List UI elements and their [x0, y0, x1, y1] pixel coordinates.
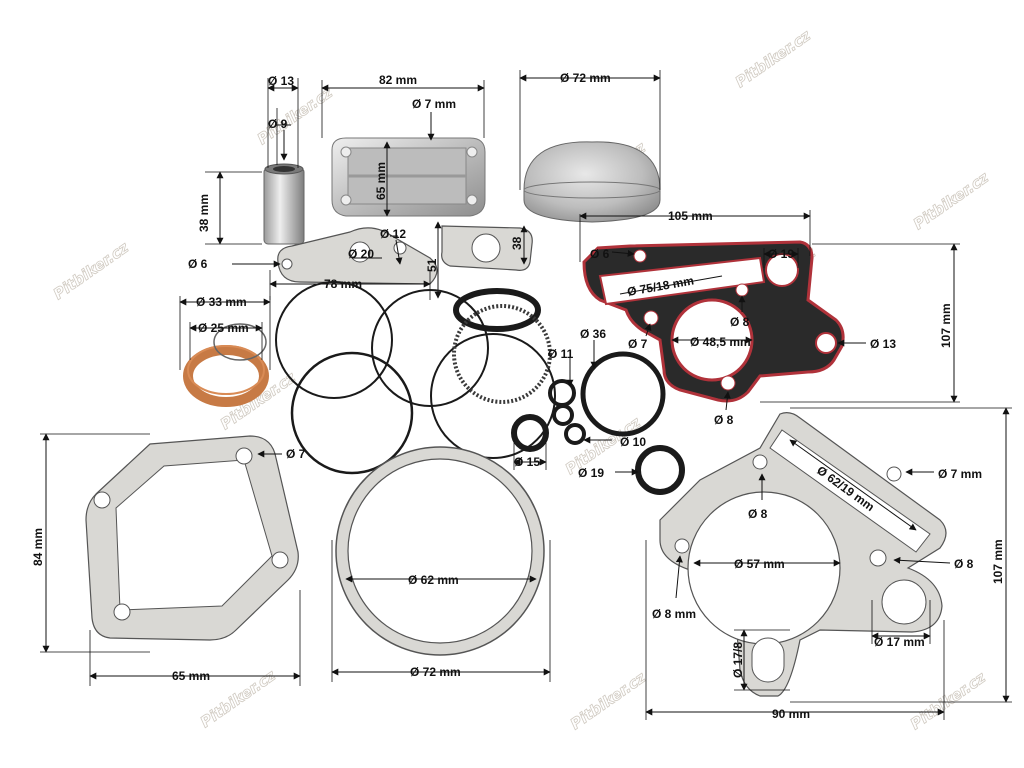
watermark: Pitbiker.cz [254, 83, 336, 148]
oring-10-label: Ø 10 [620, 435, 646, 449]
seal-outer-label: Ø 33 mm [196, 295, 247, 309]
base-8c-label: Ø 8 mm [652, 607, 696, 621]
side-gasket: Ø 7 84 mm 65 mm [31, 433, 306, 686]
piston-pin: Ø 13 Ø 9 38 mm [197, 74, 305, 245]
cover-height-label: 65 mm [374, 162, 388, 200]
intake-bore-label: Ø 20 [348, 247, 374, 261]
oring-15-label: Ø 15 [514, 455, 540, 469]
intake-height-label: 51 [425, 258, 439, 272]
oring-11-label: Ø 11 [548, 347, 574, 361]
head-height-label: 107 mm [939, 303, 953, 348]
head-8b-label: Ø 8 [714, 413, 734, 427]
oring-36-label: Ø 36 [580, 327, 606, 341]
pin-inner-label: Ø 9 [268, 117, 288, 131]
pin-outer-label: Ø 13 [268, 74, 294, 88]
side-height-label: 84 mm [31, 528, 45, 566]
head-13-label: Ø 13 [870, 337, 896, 351]
round-inner-label: Ø 62 mm [408, 573, 459, 587]
piston-diameter-label: Ø 72 mm [560, 71, 611, 85]
side-width-label: 65 mm [172, 669, 210, 683]
head-width-label: 105 mm [668, 209, 713, 223]
base-8a-label: Ø 8 [748, 507, 768, 521]
round-gasket: Ø 62 mm Ø 72 mm [331, 446, 551, 682]
watermark: Pitbiker.cz [567, 668, 649, 733]
watermark: Pitbiker.cz [50, 238, 132, 303]
base-bore-label: Ø 57 mm [734, 557, 785, 571]
copper-seal: Ø 33 mm Ø 25 mm [179, 295, 271, 407]
side-hole-label: Ø 7 [286, 447, 306, 461]
head-bolt6-label: Ø 6 [590, 247, 610, 261]
piston-rings [275, 281, 556, 475]
oring-19-label: Ø 19 [578, 466, 604, 480]
intake-left-hole-label: Ø 6 [188, 257, 208, 271]
valve-cover: 82 mm Ø 7 mm 65 mm [321, 73, 486, 217]
base-8b-label: Ø 8 [954, 557, 974, 571]
base-height-label: 107 mm [991, 539, 1005, 584]
head-8a-label: Ø 8 [730, 315, 750, 329]
intake-width-label: 78 mm [324, 277, 362, 291]
head-7-label: Ø 7 [628, 337, 648, 351]
cover-hole-label: Ø 7 mm [412, 97, 456, 111]
watermark: Pitbiker.cz [910, 168, 992, 233]
intake-hole-label: Ø 12 [380, 227, 406, 241]
base-width-label: 90 mm [772, 707, 810, 721]
base-17-label: Ø 17 mm [874, 635, 925, 649]
pin-length-label: 38 mm [197, 194, 211, 232]
head-19-label: Ø 19 [768, 247, 794, 261]
o-rings: Ø 36 Ø 11 Ø 10 Ø 15 Ø 19 [511, 327, 685, 495]
base-7-label: Ø 7 mm [938, 467, 982, 481]
head-gasket: 105 mm Ø 6 Ø 75/18 mm Ø 19 Ø 8 Ø 7 Ø 48,… [579, 209, 960, 427]
watermark: Pitbiker.cz [732, 26, 814, 91]
intake-tab-label: 38 [510, 236, 524, 250]
base-gasket: Ø 62/19 mm Ø 7 mm Ø 8 Ø 8 Ø 57 mm Ø 8 mm… [645, 407, 1012, 721]
watermark: Pitbiker.cz [907, 668, 989, 733]
round-outer-label: Ø 72 mm [410, 665, 461, 679]
seal-inner-label: Ø 25 mm [198, 321, 249, 335]
piston: Ø 72 mm [519, 70, 661, 223]
head-bore-label: Ø 48,5 mm [690, 335, 751, 349]
base-178-label: Ø 17/8 [731, 642, 745, 678]
cover-width-label: 82 mm [379, 73, 417, 87]
